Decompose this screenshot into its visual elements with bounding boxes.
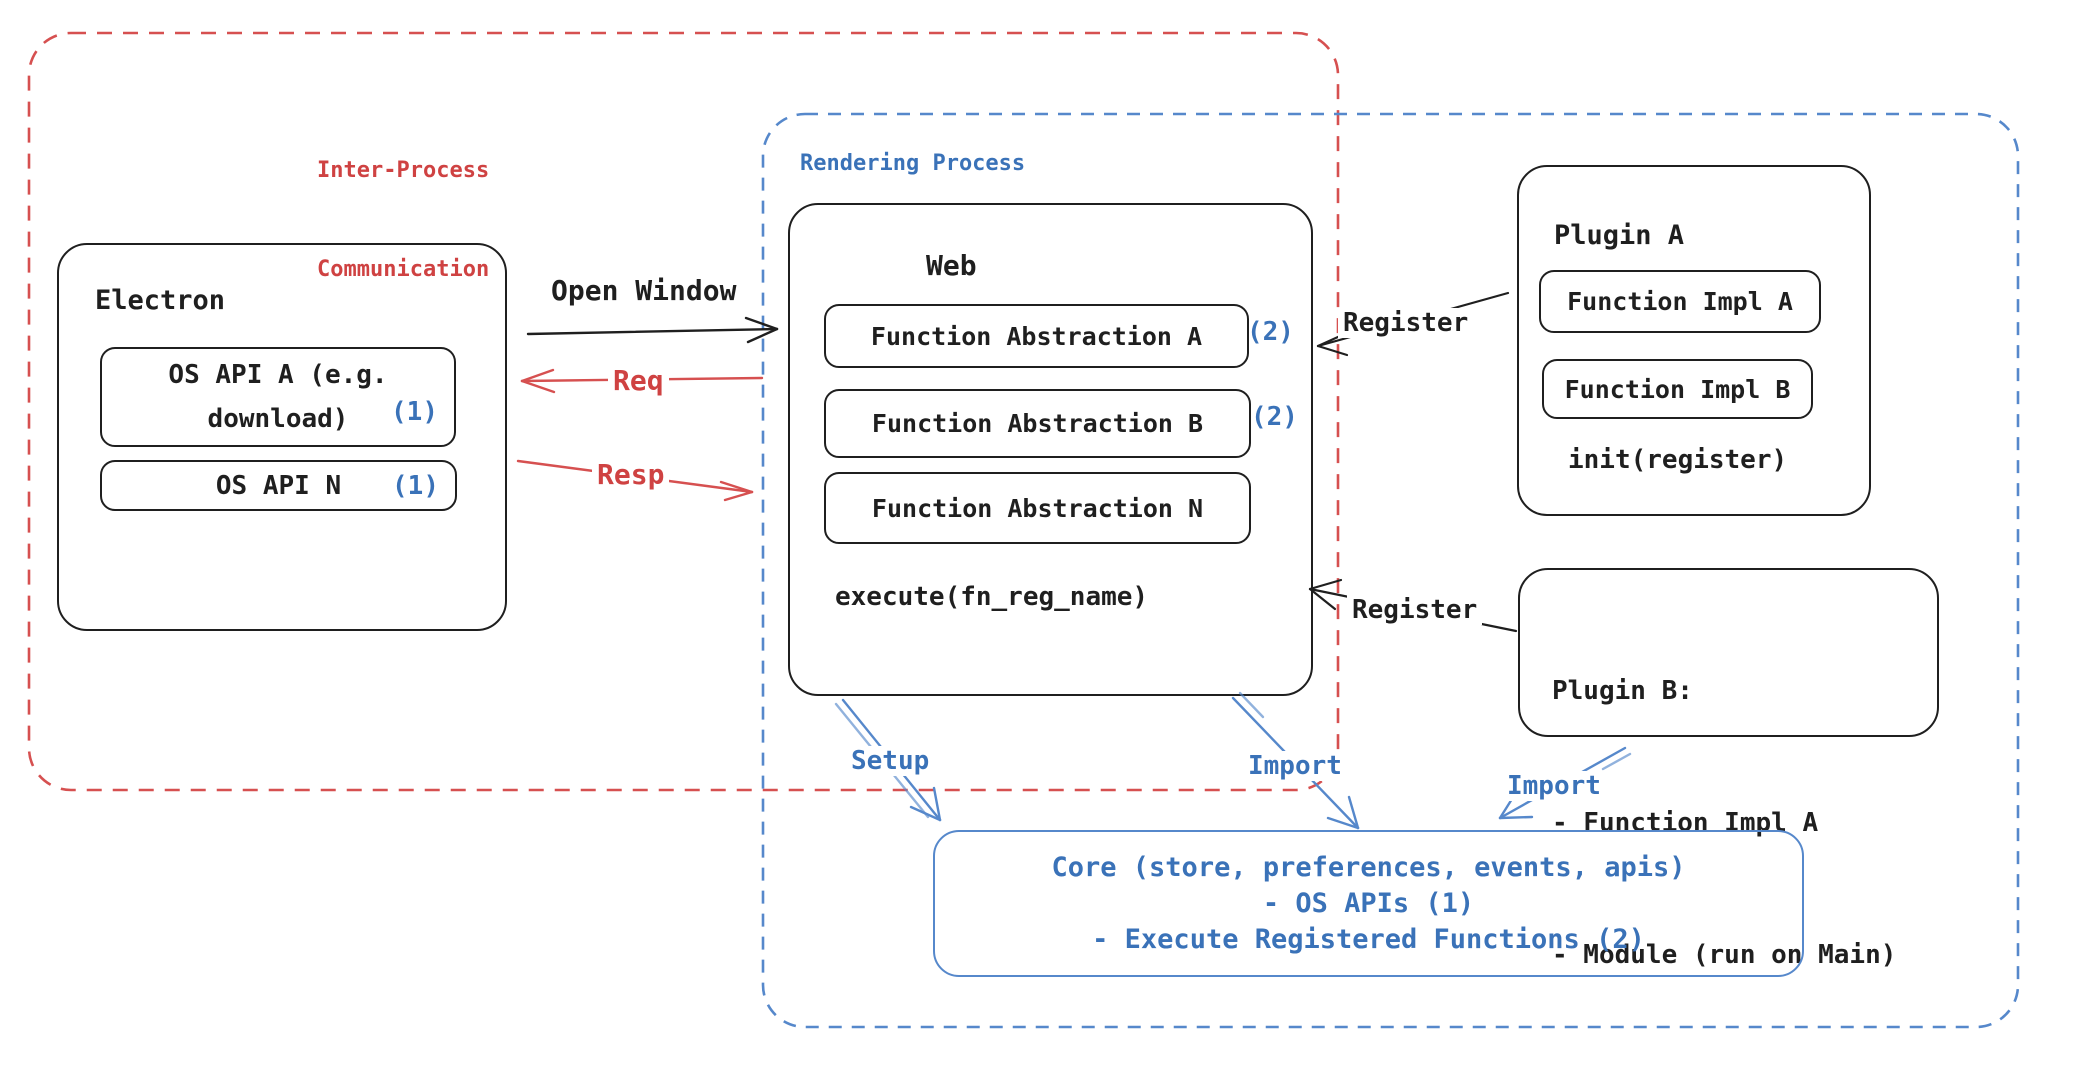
init-register-label: init(register): [1568, 445, 1788, 475]
os-api-a-line2: download): [207, 404, 349, 434]
core-line-2: - OS APIs (1): [1262, 887, 1475, 919]
ipc-title-line2: Communication: [317, 257, 490, 282]
open-window-label: Open Window: [551, 274, 737, 307]
plugin-b-title: Plugin B:: [1552, 676, 1693, 706]
req-label: Req: [608, 364, 669, 397]
os-api-n-badge: (1): [392, 470, 439, 501]
function-abstraction-a-chip: Function Abstraction A: [824, 304, 1249, 368]
web-title: Web: [926, 249, 977, 282]
setup-label: Setup: [846, 746, 935, 776]
core-line-1: Core (store, preferences, events, apis): [1051, 851, 1686, 883]
open-window-arrow: [526, 316, 779, 344]
core-line-3: - Execute Registered Functions (2): [1092, 923, 1645, 955]
electron-title: Electron: [95, 285, 226, 316]
ipc-group-title: Inter-Process Communication: [317, 88, 489, 352]
function-abstraction-a-label: Function Abstraction A: [870, 321, 1203, 351]
os-api-a-chip: OS API A (e.g. download) (1): [100, 347, 456, 447]
plugin-a-title: Plugin A: [1554, 220, 1685, 251]
core-box: Core (store, preferences, events, apis) …: [933, 830, 1804, 977]
function-impl-b-chip: Function Impl B: [1542, 359, 1813, 419]
function-abstraction-n-chip: Function Abstraction N: [824, 472, 1251, 544]
register-a-label: Register: [1338, 308, 1474, 338]
web-box: Web Function Abstraction A Function Abst…: [788, 203, 1313, 696]
plugin-a-box: Plugin A Function Impl A Function Impl B…: [1517, 165, 1871, 516]
function-impl-a-chip: Function Impl A: [1539, 270, 1821, 333]
fn-b-badge: (2): [1251, 402, 1298, 432]
os-api-a-line1: OS API A (e.g.: [168, 360, 388, 390]
function-abstraction-b-chip: Function Abstraction B: [824, 389, 1251, 458]
os-api-a-badge: (1): [391, 397, 438, 427]
ipc-title-line1: Inter-Process: [317, 158, 490, 183]
fn-a-badge: (2): [1247, 317, 1294, 347]
register-b-label: Register: [1347, 595, 1483, 625]
function-impl-a-label: Function Impl A: [1567, 287, 1793, 316]
function-impl-b-label: Function Impl B: [1564, 374, 1791, 404]
os-api-n-label: OS API N: [215, 470, 342, 501]
import-web-label: Import: [1243, 751, 1347, 781]
os-api-n-chip: OS API N (1): [100, 460, 457, 511]
execute-label: execute(fn_reg_name): [835, 582, 1149, 612]
function-abstraction-b-label: Function Abstraction B: [871, 409, 1204, 438]
function-abstraction-n-label: Function Abstraction N: [871, 493, 1204, 523]
resp-label: Resp: [592, 458, 670, 491]
rendering-group-title: Rendering Process: [800, 151, 1026, 176]
plugin-b-box: Plugin B: - Function Impl A - Module (ru…: [1518, 568, 1939, 970]
import-plugin-label: Import: [1502, 771, 1606, 801]
